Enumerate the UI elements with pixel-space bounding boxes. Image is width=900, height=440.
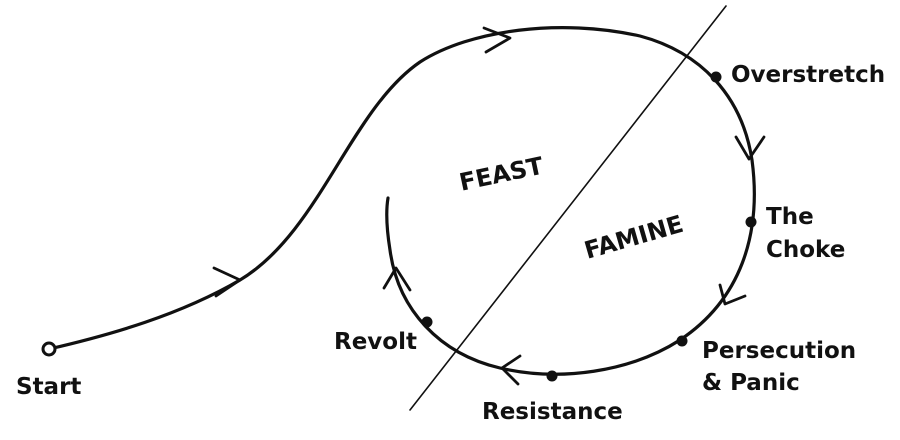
stage-dot-persecution: [676, 335, 688, 347]
famine-region-label: FAMINE: [581, 210, 686, 265]
stage-dot-resistance: [546, 370, 558, 382]
stage-dot-the-choke: [745, 216, 757, 228]
cycle-path: [47, 26, 756, 376]
persecution-label-line2: & Panic: [702, 370, 800, 396]
arrow-head-upward-curve: [212, 266, 242, 298]
revolt-label: Revolt: [334, 329, 417, 355]
start-marker: [41, 341, 57, 357]
resistance-label: Resistance: [482, 399, 623, 425]
arrow-head-left: [382, 266, 412, 292]
arrow-head-right-upper: [734, 135, 766, 161]
arrow-head-bottom: [500, 354, 522, 386]
arrow-head-right-lower: [718, 283, 747, 306]
the-choke-label-line2: Choke: [766, 237, 845, 263]
feast-famine-divider-line: [409, 5, 727, 411]
feast-region-label: FEAST: [457, 152, 547, 197]
stage-dot-revolt: [421, 316, 433, 328]
stage-dot-overstretch: [710, 71, 722, 83]
overstretch-label: Overstretch: [731, 62, 885, 88]
persecution-label-line1: Persecution: [702, 338, 856, 364]
the-choke-label-line1: The: [766, 204, 814, 230]
arrow-head-top: [482, 26, 512, 54]
start-label: Start: [16, 374, 81, 400]
